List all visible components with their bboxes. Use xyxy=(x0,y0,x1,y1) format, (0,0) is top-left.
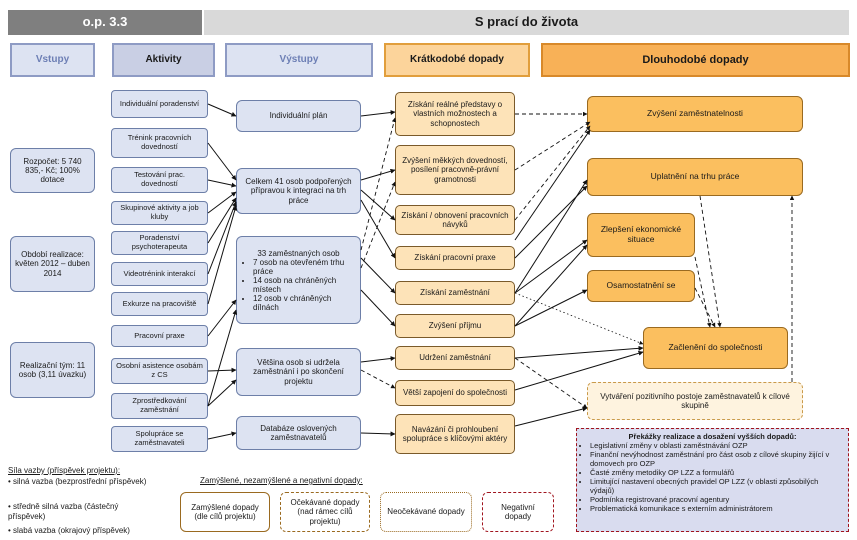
long-employer-attitude: Vytváření pozitivního postoje zaměstnava… xyxy=(587,382,803,420)
short-realistic-view: Získání reálné představy o vlastních mož… xyxy=(395,92,515,136)
list-item: 14 osob na chráněných místech xyxy=(253,276,354,294)
legend-weak: • slabá vazba (okrajový příspěvek) xyxy=(8,526,168,535)
list-item: 12 osob v chráněných dílnách xyxy=(253,294,354,312)
short-social-engagement: Větší zapojení do společnosti xyxy=(395,380,515,406)
legend-strength-title: Síla vazby (příspěvek projektu): xyxy=(8,466,121,475)
output-33-employed: 33 zaměstnaných osob 7 osob na otevřeném… xyxy=(236,236,361,324)
legend-medium: • středně silná vazba (částečný příspěve… xyxy=(8,502,154,521)
list-item: Finanční nevýhodnost zaměstnání pro část… xyxy=(590,450,844,468)
input-period: Období realizace: květen 2012 – duben 20… xyxy=(10,236,95,292)
activity-individual-counseling: Individuální poradenství xyxy=(111,90,208,118)
activity-video-training: Videotrénink interakcí xyxy=(111,262,208,286)
column-activities: Aktivity xyxy=(112,43,215,77)
activity-group-job-clubs: Skupinové aktivity a job kluby xyxy=(111,201,208,225)
short-getting-job: Získání zaměstnání xyxy=(395,281,515,305)
activity-work-skills-training: Trénink pracovních dovedností xyxy=(111,128,208,158)
column-inputs: Vstupy xyxy=(10,43,95,77)
short-income-increase: Zvýšení příjmu xyxy=(395,314,515,338)
long-employability: Zvýšení zaměstnatelnosti xyxy=(587,96,803,132)
long-social-inclusion: Začlenění do společnosti xyxy=(643,327,788,369)
output-employer-database: Databáze oslovených zaměstnavatelů xyxy=(236,416,361,450)
legend-negative: Negativní dopady xyxy=(482,492,554,532)
input-budget: Rozpočet: 5 740 835,- Kč; 100% dotace xyxy=(10,148,95,193)
short-soft-skills: Zvýšení měkkých dovedností, posílení pra… xyxy=(395,145,515,195)
list-item: Časté změny metodiky OP LZZ a formulářů xyxy=(590,468,844,477)
short-work-habits: Získání / obnovení pracovních návyků xyxy=(395,205,515,235)
barriers-box: Překážky realizace a dosažení vyšších do… xyxy=(576,428,849,532)
list-item: Legislativní změny v oblasti zaměstnáván… xyxy=(590,441,844,450)
output-kept-employment: Většina osob si udržela zaměstnání i po … xyxy=(236,348,361,396)
short-work-practice: Získání pracovní praxe xyxy=(395,246,515,270)
legend-weak-label: • slabá vazba (okrajový příspěvek) xyxy=(8,526,130,535)
activity-psychotherapist: Poradenství psychoterapeuta xyxy=(111,231,208,255)
legend-types-title: Zamýšlené, nezamýšlené a negativní dopad… xyxy=(200,476,363,485)
barriers-title: Překážky realizace a dosažení vyšších do… xyxy=(628,432,797,441)
long-labour-market: Uplatnění na trhu práce xyxy=(587,158,803,196)
activity-employer-cooperation: Spolupráce se zaměstnavateli xyxy=(111,426,208,452)
output-individual-plan: Individuální plán xyxy=(236,100,361,132)
input-team: Realizační tým: 11 osob (3,11 úvazku) xyxy=(10,342,95,398)
list-item: 7 osob na otevřeném trhu práce xyxy=(253,258,354,276)
page-title: S prací do života xyxy=(204,10,849,35)
long-independence: Osamostatnění se xyxy=(587,270,695,302)
output-33-employed-title: 33 zaměstnaných osob xyxy=(257,248,340,258)
column-short-term: Krátkodobé dopady xyxy=(384,43,530,77)
legend-medium-label: • středně silná vazba (částečný příspěve… xyxy=(8,502,119,521)
output-33-employed-list: 7 osob na otevřeném trhu práce 14 osob n… xyxy=(243,258,354,312)
list-item: Podmínka registrované pracovní agentury xyxy=(590,495,844,504)
activity-personal-assistance: Osobní asistence osobám z CS xyxy=(111,358,208,384)
long-economic-situation: Zlepšení ekonomické situace xyxy=(587,213,695,257)
activity-work-practice: Pracovní praxe xyxy=(111,325,208,347)
program-label: o.p. 3.3 xyxy=(8,10,202,35)
activity-workplace-excursion: Exkurze na pracoviště xyxy=(111,292,208,316)
column-long-term: Dlouhodobé dopady xyxy=(541,43,850,77)
legend-strong: • silná vazba (bezprostřední příspěvek) xyxy=(8,477,154,487)
activity-skills-testing: Testování prac. dovedností xyxy=(111,167,208,193)
legend-intended: Zamýšlené dopady (dle cílů projektu) xyxy=(180,492,270,532)
column-outputs: Výstupy xyxy=(225,43,373,77)
barriers-list: Legislativní změny v oblasti zaměstnáván… xyxy=(581,441,844,513)
output-41-persons: Celkem 41 osob podpořených přípravou k i… xyxy=(236,168,361,214)
list-item: Problematická komunikace s externím admi… xyxy=(590,504,844,513)
legend-expected: Očekávané dopady (nad rámec cílů projekt… xyxy=(280,492,370,532)
activity-job-placement: Zprostředkování zaměstnání xyxy=(111,393,208,419)
short-keeping-job: Udržení zaměstnání xyxy=(395,346,515,370)
legend-unexpected: Neočekávané dopady xyxy=(380,492,472,532)
legend-strong-label: • silná vazba (bezprostřední příspěvek) xyxy=(8,477,147,486)
short-stakeholder-cooperation: Navázání či prohloubení spolupráce s klí… xyxy=(395,414,515,454)
list-item: Limitující nastavení obecných pravidel O… xyxy=(590,477,844,495)
